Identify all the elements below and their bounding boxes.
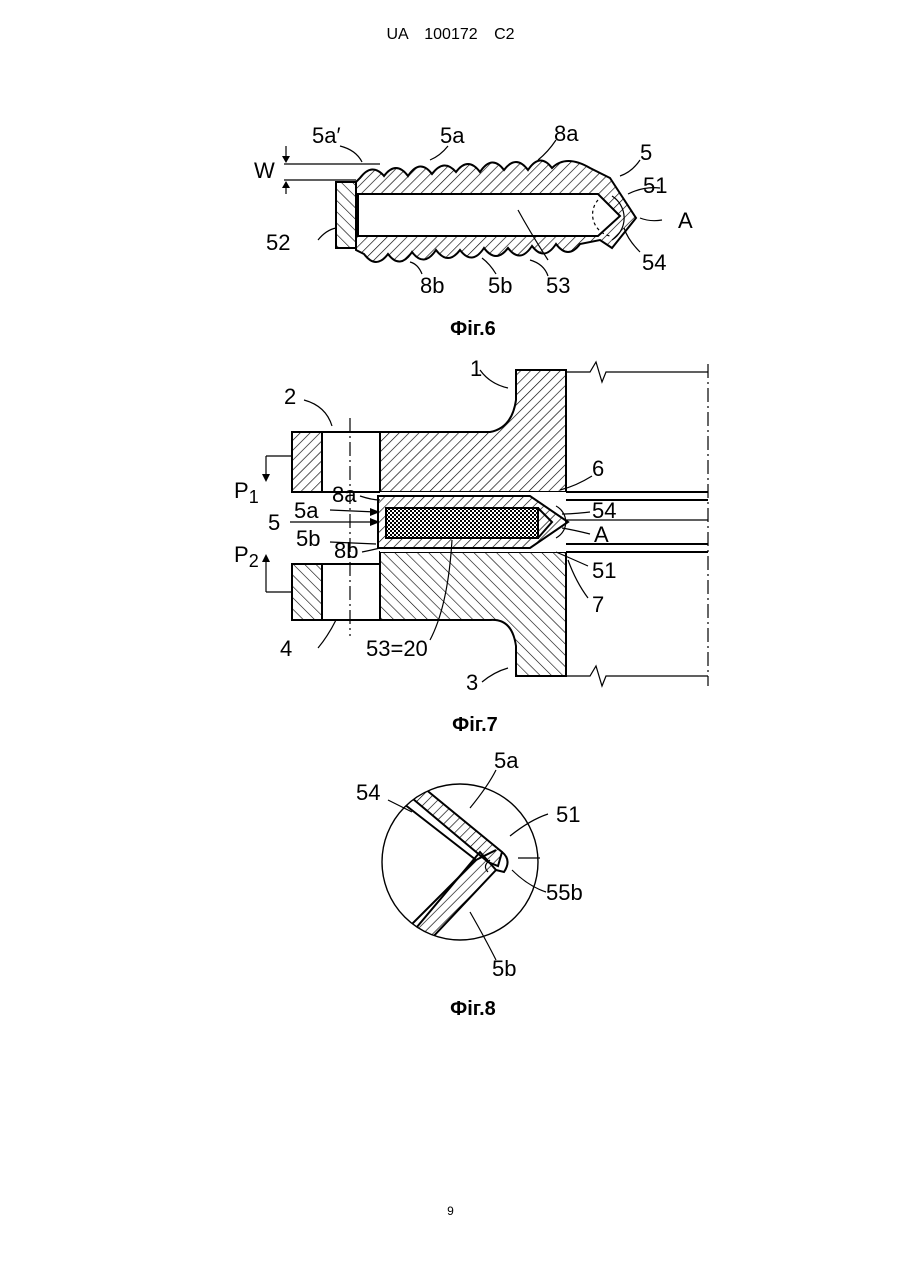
label-5a: 5a [494, 748, 519, 773]
detail-circle [382, 784, 538, 940]
figure-8-drawing: 5a 54 51 55b 5b [0, 0, 901, 1000]
page-number: 9 [0, 1204, 901, 1218]
label-51: 51 [556, 802, 580, 827]
label-55b: 55b [546, 880, 583, 905]
label-54: 54 [356, 780, 380, 805]
figure-8-caption: Фіг.8 [373, 998, 573, 1021]
label-5b: 5b [492, 956, 516, 981]
